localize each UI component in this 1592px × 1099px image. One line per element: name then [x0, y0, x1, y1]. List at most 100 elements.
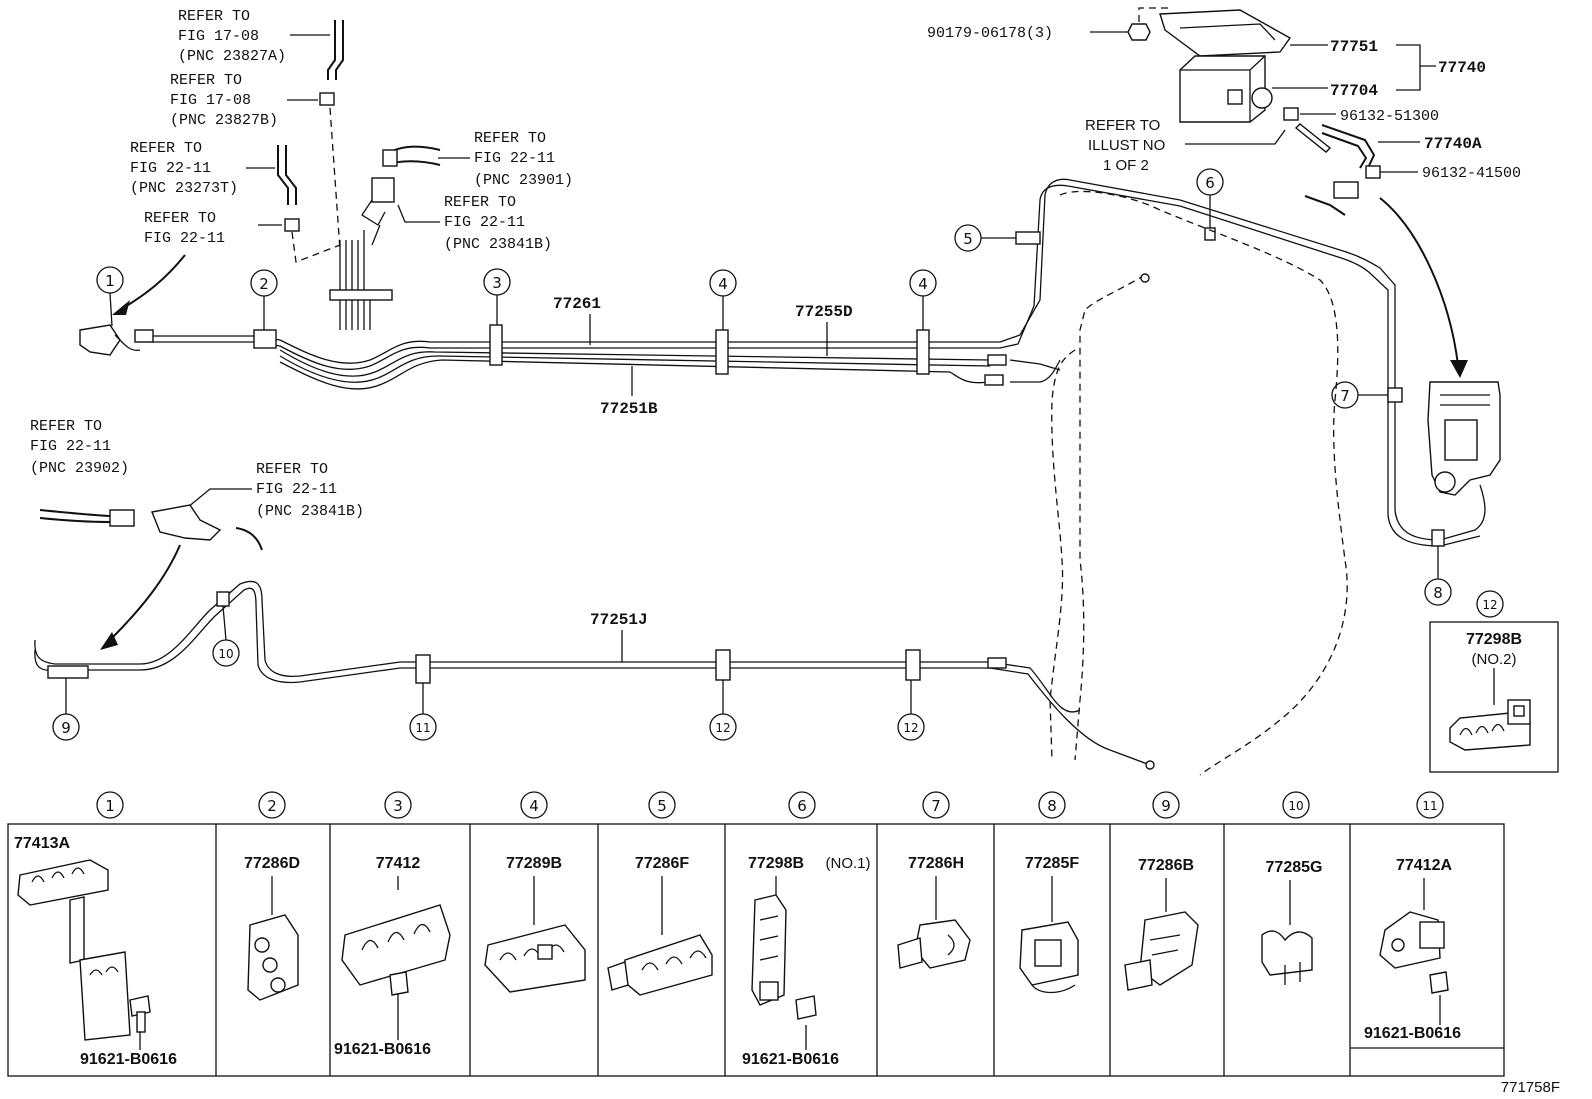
- fitting-a: [987, 354, 1007, 366]
- svg-text:FIG 22-11: FIG 22-11: [30, 438, 111, 455]
- table-part-77286d: 77286D: [244, 855, 300, 872]
- bracket-77751-icon: [1159, 9, 1292, 57]
- svg-text:9: 9: [1161, 797, 1171, 815]
- clip-96132-41500-icon: [1365, 165, 1381, 179]
- reference-note-fig-22-11-23841b-lower: REFER TO FIG 22-11 (PNC 23841B): [256, 461, 364, 520]
- part-label-77251j: 77251J: [590, 611, 648, 629]
- svg-text:FIG 22-11: FIG 22-11: [256, 481, 337, 498]
- table-part-77412a: 77412A: [1396, 857, 1452, 874]
- svg-text:REFER TO: REFER TO: [1085, 117, 1160, 134]
- clamp-77298b-no2-icon: [1449, 699, 1531, 751]
- table-part-77286b: 77286B: [1138, 857, 1194, 874]
- svg-text:5: 5: [963, 230, 973, 248]
- fuel-tank-outline: [1049, 190, 1348, 776]
- hose-23273t-icon: [277, 145, 289, 205]
- table-callout-8: 8: [1038, 791, 1066, 819]
- connector-23841b-icon: [361, 177, 395, 246]
- reference-arrow-1: [119, 254, 186, 311]
- svg-text:FIG 22-11: FIG 22-11: [130, 160, 211, 177]
- svg-text:(PNC 23841B): (PNC 23841B): [256, 503, 364, 520]
- callout-12-lower-b: 12: [897, 680, 925, 741]
- svg-text:REFER TO: REFER TO: [474, 130, 546, 147]
- callout-12-detail: 12: [1476, 590, 1504, 618]
- clamp-4-upper-b: [916, 329, 930, 375]
- figure-id: 771758F: [1501, 1079, 1560, 1096]
- svg-text:(PNC 23827B): (PNC 23827B): [170, 112, 278, 129]
- clamp-77286f-icon: [607, 934, 713, 996]
- callout-11-lower: 11: [409, 683, 437, 741]
- reference-arrow-canister: [1379, 197, 1459, 366]
- clamp-77413a-icon: [17, 859, 151, 1041]
- part-label-77704: 77704: [1330, 82, 1378, 100]
- part-label-77751: 77751: [1330, 38, 1378, 56]
- hose-77740a-icon: [1294, 123, 1376, 169]
- table-part-77413a: 77413A: [14, 835, 70, 852]
- part-label-96132-51300: 96132-51300: [1340, 108, 1439, 125]
- svg-text:ILLUST NO: ILLUST NO: [1088, 137, 1165, 154]
- table-callout-5: 5: [648, 791, 676, 819]
- connector-23841b-lower-icon: [151, 504, 263, 551]
- svg-text:12: 12: [1482, 598, 1497, 612]
- table-callout-11: 11: [1416, 791, 1444, 819]
- svg-text:(PNC 23901): (PNC 23901): [474, 172, 573, 189]
- svg-text:REFER TO: REFER TO: [444, 194, 516, 211]
- callout-4-upper-a: 4: [709, 269, 737, 330]
- clamp-77286b-icon: [1124, 911, 1199, 991]
- svg-text:7: 7: [931, 797, 941, 815]
- clamp-77298b-no1-icon: [751, 894, 817, 1020]
- reference-note-fig-17-08-23827b: REFER TO FIG 17-08 (PNC 23827B): [170, 72, 278, 129]
- svg-text:(PNC 23273T): (PNC 23273T): [130, 180, 238, 197]
- clamp-77285g-icon: [1261, 930, 1313, 985]
- callout-2-upper: 2: [250, 269, 278, 330]
- table-part-77285g: 77285G: [1266, 859, 1323, 876]
- table-part-77298b-no1: 77298B: [748, 855, 804, 872]
- svg-text:(PNC 23902): (PNC 23902): [30, 460, 129, 477]
- clamp-12-lower-b: [905, 649, 921, 681]
- clamp-77285f-icon: [1019, 921, 1079, 994]
- clamp-8-upper: [1431, 529, 1445, 547]
- callout-1-upper: 1: [96, 266, 124, 327]
- pipe-end-top-right-icon: [1304, 181, 1359, 216]
- svg-text:REFER TO: REFER TO: [178, 8, 250, 25]
- wire-harness-bundle: [329, 230, 393, 330]
- clamp-5-upper: [1015, 231, 1041, 245]
- table-callout-7: 7: [922, 791, 950, 819]
- table-part-77289b: 77289B: [506, 855, 562, 872]
- svg-text:12: 12: [715, 721, 730, 735]
- clamp-77286d-icon: [247, 914, 299, 1001]
- svg-text:3: 3: [393, 797, 403, 815]
- svg-text:REFER TO: REFER TO: [256, 461, 328, 478]
- svg-text:10: 10: [218, 647, 233, 661]
- svg-text:2: 2: [267, 797, 277, 815]
- svg-text:6: 6: [797, 797, 807, 815]
- table-callout-9: 9: [1152, 791, 1180, 819]
- callout-5-upper: 5: [954, 224, 1016, 252]
- callout-6-upper: 6: [1196, 168, 1224, 228]
- svg-text:REFER TO: REFER TO: [144, 210, 216, 227]
- callout-8-upper: 8: [1424, 546, 1452, 606]
- table-callout-4: 4: [520, 791, 548, 819]
- reference-note-fig-22-11-23902: REFER TO FIG 22-11 (PNC 23902): [30, 418, 129, 477]
- reference-note-fig-22-11-clip: REFER TO FIG 22-11: [144, 210, 225, 247]
- svg-text:(PNC 23841B): (PNC 23841B): [444, 236, 552, 253]
- pipe-end-lower: [1145, 760, 1155, 770]
- part-label-77255d: 77255D: [795, 303, 853, 321]
- part-label-77298b-no2-sub: (NO.2): [1472, 651, 1517, 668]
- svg-text:11: 11: [415, 721, 430, 735]
- svg-text:4: 4: [918, 275, 928, 293]
- charcoal-canister-77704-icon: [1179, 55, 1273, 123]
- part-label-77740a: 77740A: [1424, 135, 1482, 153]
- filler-pipe-end: [1140, 273, 1150, 283]
- part-label-77251b: 77251B: [600, 400, 658, 418]
- svg-text:6: 6: [1205, 174, 1215, 192]
- fuel-line-77251j: [34, 580, 1151, 766]
- svg-text:7: 7: [1340, 387, 1350, 405]
- clamp-2-upper: [253, 329, 277, 349]
- svg-text:8: 8: [1433, 584, 1443, 602]
- svg-text:FIG 22-11: FIG 22-11: [474, 150, 555, 167]
- clamp-77289b-icon: [484, 924, 586, 993]
- detail-box-77298b-no2: [1429, 621, 1559, 773]
- svg-text:FIG 22-11: FIG 22-11: [444, 214, 525, 231]
- svg-text:REFER TO: REFER TO: [30, 418, 102, 435]
- svg-text:2: 2: [259, 275, 269, 293]
